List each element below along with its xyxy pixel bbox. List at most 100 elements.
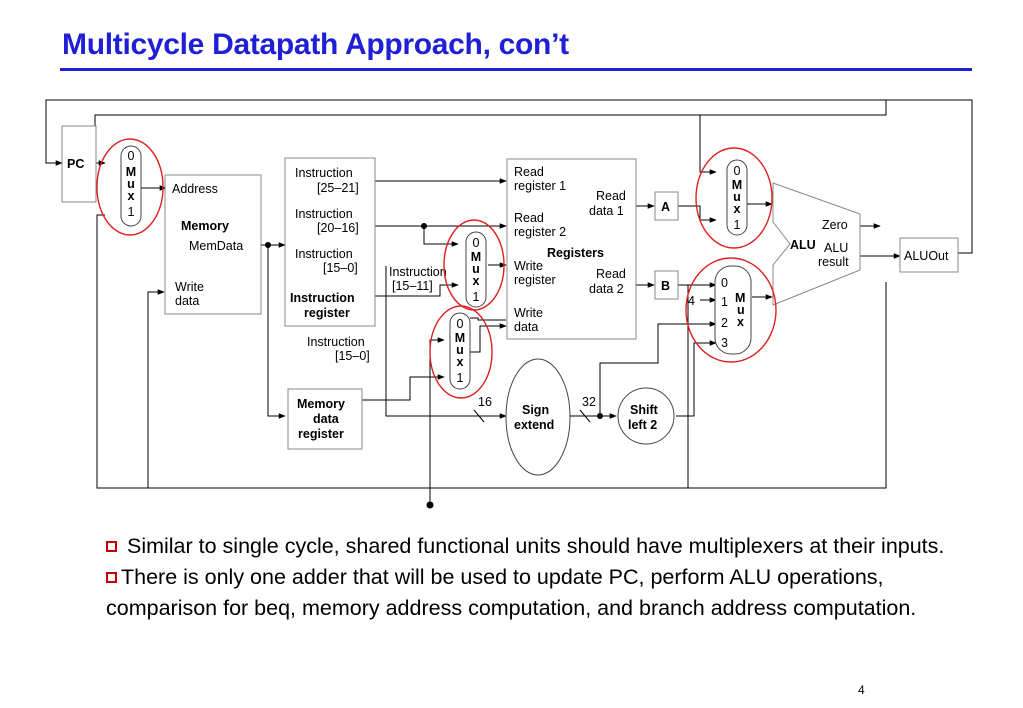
memory-data-register: Memory data register [287,388,363,450]
memory-memdata-label: MemData [189,239,243,253]
mux-pc-m: M [126,165,136,179]
shift-left-label-2: left 2 [628,418,657,432]
mux-pc-in0: 0 [128,149,135,163]
ir-name-1: Instruction [290,291,355,305]
register-b: B [654,270,679,300]
bullet-text-1: Similar to single cycle, shared function… [121,534,945,558]
memory-block: Address Memory MemData Write data [164,174,262,315]
memory-write-label: Write [175,280,204,294]
alu-name: ALU [790,238,816,252]
mux-b-in2: 2 [721,316,728,330]
alu-result-label-2: result [818,255,849,269]
wire-mux-a-input0 [699,115,717,175]
bus-width-32: 32 [582,395,596,409]
reg-rd2-b: data 2 [589,282,624,296]
mux-pc-highlight [96,138,164,236]
wire-memdata-to-mdr [267,245,286,419]
title-underline [60,68,972,71]
junction-dot [265,242,271,248]
wire-aluout-to-mux-wd [429,337,445,505]
page-number: 4 [858,683,865,697]
mux-pc: 0 M u x 1 [96,138,164,236]
memory-name-label: Memory [181,219,229,233]
mux-b-in3: 3 [721,336,728,350]
mux-rd-x: x [473,274,480,288]
mux-b-in1: 1 [721,295,728,309]
wire-ir-15-0-to-sign-extend [385,266,507,419]
reg-rr1-b: register 1 [514,179,566,193]
reg-rd1-a: Read [596,189,626,203]
ir-field3-b: [15–0] [323,261,358,275]
wire-ir-20-16-to-mux-rd [423,226,459,247]
wire-shift-to-mux-b3 [676,340,717,417]
ir-field2-b: [20–16] [317,221,359,235]
wire-mux-wd-to-write-data [470,323,507,353]
mux-write-data: 0 M u x 1 [429,305,493,399]
register-a: A [654,191,679,221]
aluout-register: ALUOut [899,237,959,273]
mux-rd-m: M [471,250,481,264]
mux-pc-in1: 1 [128,205,135,219]
shift-left-unit: Shift left 2 [617,387,675,445]
mux-a-m: M [732,178,742,192]
instruction-register: Instruction [25–21] Instruction [20–16] … [284,157,376,327]
checkbox-bullet-icon [106,541,117,552]
instr-15-0-b: [15–0] [335,349,370,363]
mux-rd-u: u [472,262,480,276]
mux-write-data-highlight [429,305,493,399]
bullet-list: Similar to single cycle, shared function… [106,531,956,624]
bus-slash-32 [579,409,591,423]
ir-field3-a: Instruction [295,247,353,261]
register-b-label: B [661,279,670,293]
bus-slash-16 [473,409,485,423]
alu-unit: ALU Zero ALU result [772,182,861,306]
mux-wd-u: u [456,343,464,357]
mux-rd-in1: 1 [473,290,480,304]
bullet-item-2: There is only one adder that will be use… [106,562,956,624]
wire-aluout-feedback-pc [45,99,973,254]
mux-alu-a-highlight [695,147,773,249]
wire-sign-extend-to-mux-b2 [599,321,717,416]
reg-wr-a: Write [514,259,543,273]
junction-dot [426,501,434,509]
mux-a-in0: 0 [734,164,741,178]
mux-a-in1: 1 [734,218,741,232]
mux-b-m: M [735,291,745,305]
mux-a-u: u [733,190,741,204]
mux-wd-m: M [455,331,465,345]
wire-ir-15-11-to-mux-rd [375,282,459,297]
slide-title: Multicycle Datapath Approach, con’t [62,28,569,61]
wire-aluout-to-pc-mux [96,214,887,489]
wire-b-to-memory-write [147,285,689,489]
instr-15-11-a: Instruction [389,265,447,279]
mux-pc-x: x [128,189,135,203]
reg-rr2-b: register 2 [514,225,566,239]
bullet-text-2: There is only one adder that will be use… [106,565,917,620]
memory-address-label: Address [172,182,218,196]
register-file: Read register 1 Read register 2 Write re… [506,158,637,340]
reg-rd1-b: data 1 [589,204,624,218]
mux-wd-in1: 1 [457,371,464,385]
instr-15-11-b: [15–11] [392,279,433,293]
mux-b-x: x [737,315,744,329]
pc-register: PC [61,125,97,203]
reg-rd2-a: Read [596,267,626,281]
constant-four: 4 [688,294,695,308]
mdr-label-2: data [313,412,340,426]
ir-field1-a: Instruction [295,166,353,180]
mdr-label-1: Memory [297,397,345,411]
mdr-label-3: register [298,427,344,441]
sign-extend-label-2: extend [514,418,554,432]
junction-dot [597,413,603,419]
mux-a-x: x [734,202,741,216]
ir-name-2: register [304,306,350,320]
memory-data-label: data [175,294,199,308]
reg-rr1-a: Read [514,165,544,179]
mux-alu-b-highlight [685,257,777,363]
reg-wd-b: data [514,320,538,334]
alu-result-label-1: ALU [824,241,848,255]
register-a-label: A [661,200,670,214]
mux-reg-dst: 0 M u x 1 [443,219,505,311]
mux-rd-in0: 0 [473,236,480,250]
